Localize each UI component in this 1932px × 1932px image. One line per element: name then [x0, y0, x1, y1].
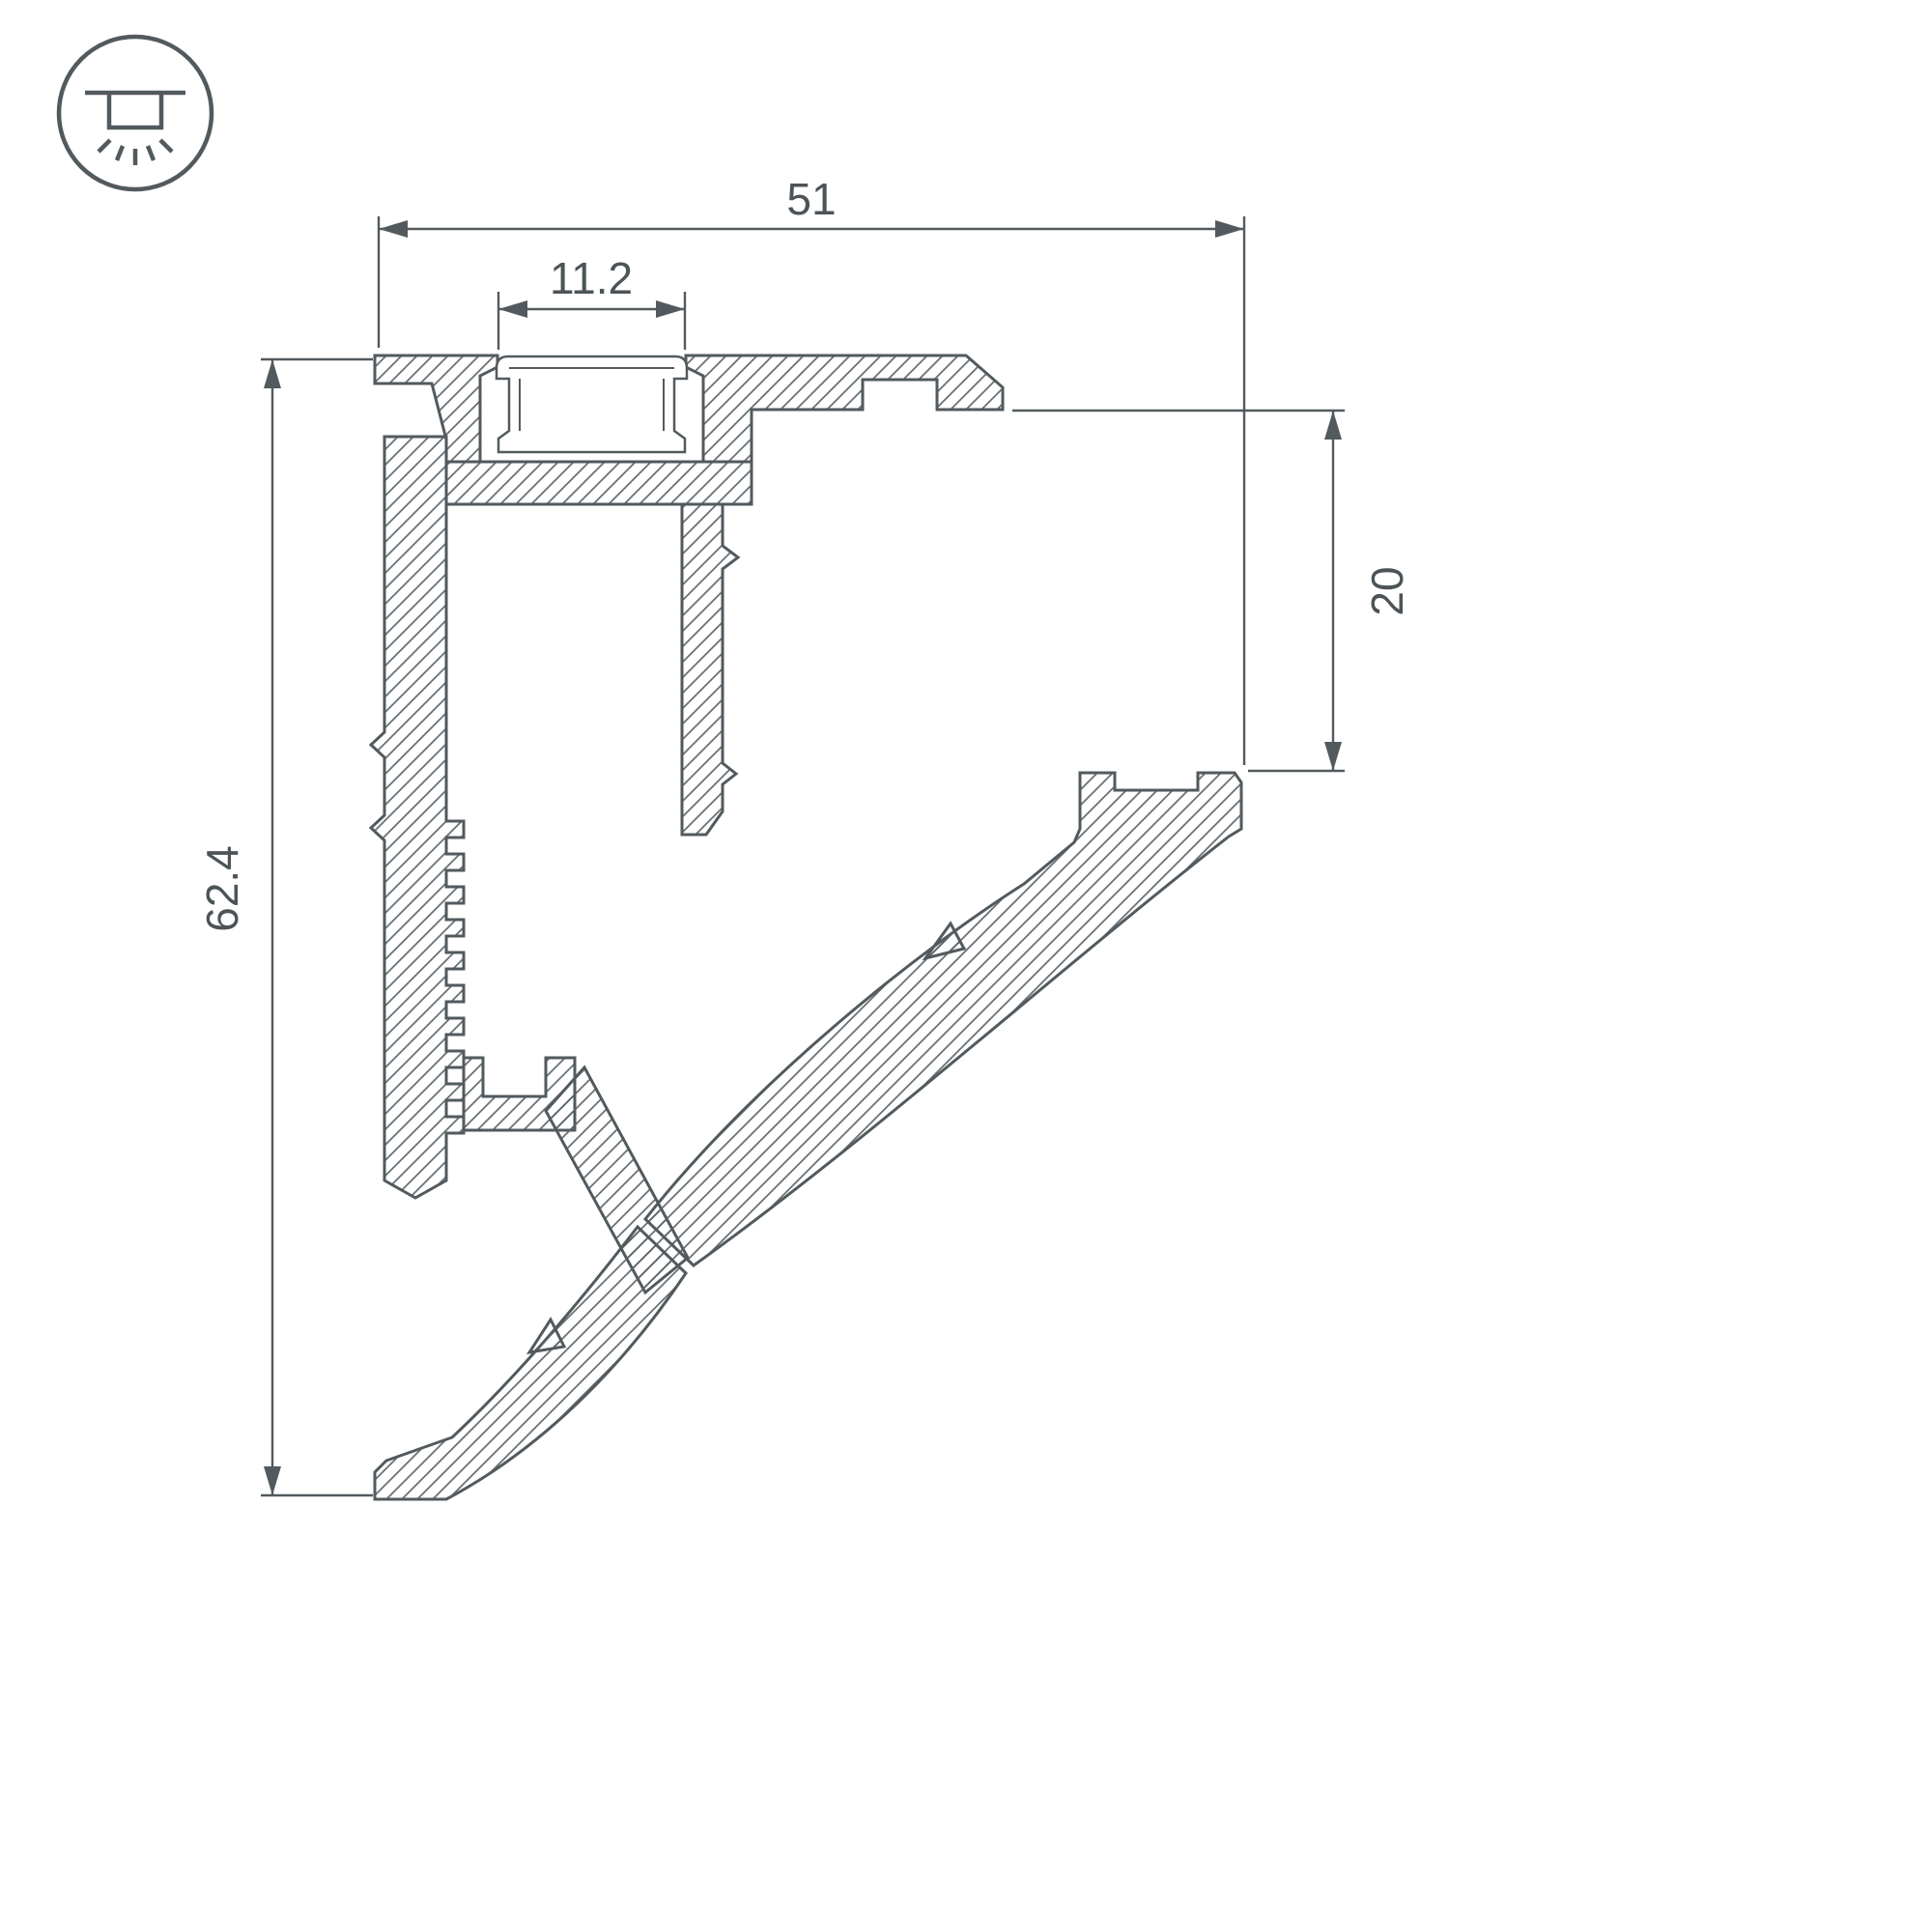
wing-barb	[922, 921, 967, 961]
arrow-right	[1215, 220, 1244, 238]
dimension-slot-width: 11.2	[497, 253, 687, 350]
flange-right	[684, 354, 1005, 464]
dimension-flange-to-wing-label: 20	[1362, 566, 1412, 615]
arrow-bottom	[264, 1466, 281, 1495]
body-left-wall	[368, 435, 466, 1200]
icon-fixture-box	[106, 93, 164, 130]
arrow-left	[379, 220, 408, 238]
dimension-total-height-label: 62.4	[197, 845, 247, 932]
channel-bottom-bar	[444, 460, 753, 506]
blade-lower	[373, 1224, 688, 1501]
recessed-ceiling-light-icon	[56, 34, 214, 192]
wing-right	[642, 771, 1243, 1267]
arrow-right	[656, 300, 685, 318]
icon-circle	[56, 34, 214, 192]
dimension-total-width: 51	[377, 174, 1246, 765]
icon-light-rays	[97, 138, 174, 165]
blade-barb	[526, 1316, 567, 1355]
diffuser-side-lines	[519, 379, 665, 431]
body-right-wall	[680, 502, 741, 837]
dimension-total-width-label: 51	[786, 174, 836, 224]
profile-cross-section	[368, 354, 1243, 1501]
dimension-total-height: 62.4	[197, 357, 373, 1497]
diffuser-cover	[495, 355, 689, 454]
arrow-top	[264, 359, 281, 388]
arrow-left	[498, 300, 527, 318]
arrow-bottom	[1324, 742, 1342, 771]
dimension-flange-to-wing: 20	[1012, 409, 1412, 773]
dimension-slot-width-label: 11.2	[550, 253, 633, 303]
arrow-top	[1324, 411, 1342, 440]
